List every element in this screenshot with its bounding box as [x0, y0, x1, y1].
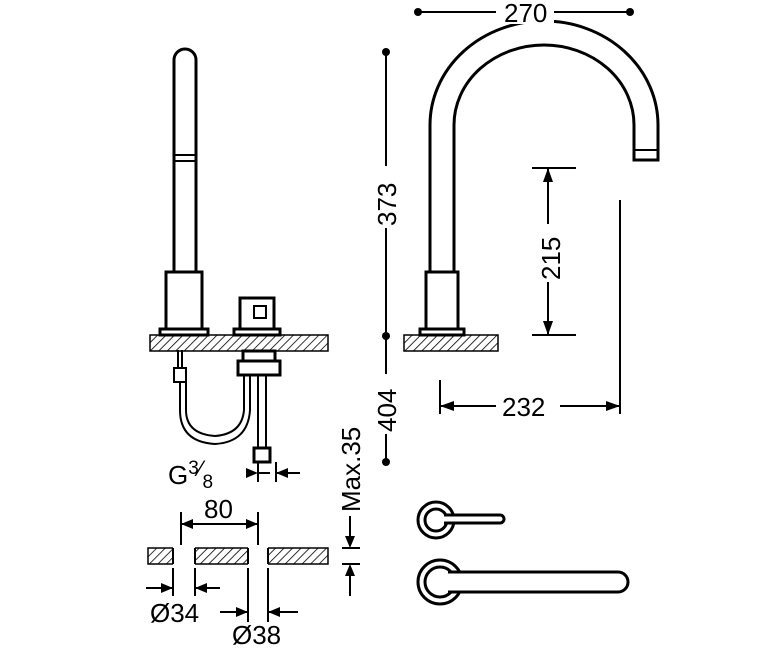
front-view: 270 215 232: [403, 0, 660, 422]
deck-cutout-view: 80 Ø34 Ø38 Max.35: [146, 427, 366, 650]
top-view-lever: [416, 500, 506, 540]
below-deck-label: 404: [372, 389, 402, 432]
deck-hatch-right: [403, 334, 499, 352]
reach-base-label: 232: [502, 392, 545, 422]
top-view-spout: [416, 558, 630, 606]
hole-small-label: Ø34: [150, 598, 199, 628]
deck-hatch-left: [149, 334, 329, 352]
spout-base: [424, 270, 460, 332]
clearance-label: 215: [536, 237, 566, 280]
hole-spacing-label: 80: [204, 494, 233, 524]
flexible-hose: [173, 350, 251, 446]
reach-top-label: 270: [504, 0, 547, 28]
spout-tube: [428, 19, 660, 274]
side-view: G3⁄8: [149, 47, 329, 493]
thread-label: G3⁄8: [168, 456, 213, 493]
lever-base: [164, 270, 204, 332]
height-dimensions: 373 404: [372, 48, 402, 466]
max-deck-label: Max.35: [336, 427, 366, 512]
total-height-label: 373: [372, 183, 402, 226]
hole-large-label: Ø38: [232, 620, 281, 650]
